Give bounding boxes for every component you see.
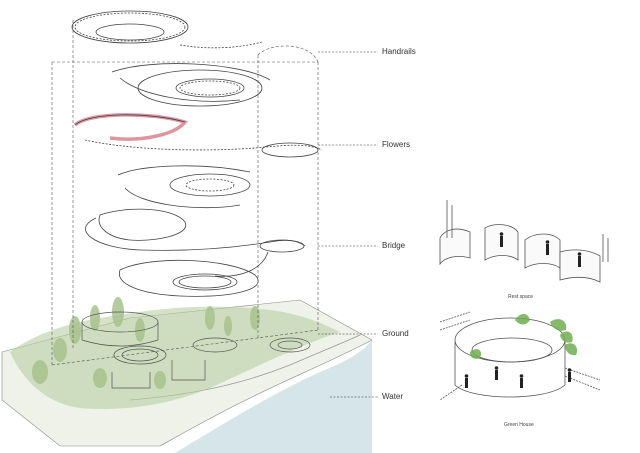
label-water: Water <box>382 392 403 401</box>
ground-layer <box>2 297 372 453</box>
handrails-layer <box>72 11 270 106</box>
label-ground: Ground <box>382 329 409 338</box>
caption-rest-space: Rest space <box>508 294 533 300</box>
people-silhouettes <box>465 366 572 388</box>
plants <box>470 314 577 359</box>
rest-space-vignette <box>440 200 608 282</box>
label-bridge: Bridge <box>382 241 405 250</box>
label-handrails: Handrails <box>382 47 416 56</box>
flowers-layer <box>75 115 322 208</box>
bridge-layer <box>85 209 305 296</box>
caption-green-house: Green House <box>504 422 534 428</box>
label-flowers: Flowers <box>382 140 410 149</box>
green-house-vignette <box>440 312 600 400</box>
